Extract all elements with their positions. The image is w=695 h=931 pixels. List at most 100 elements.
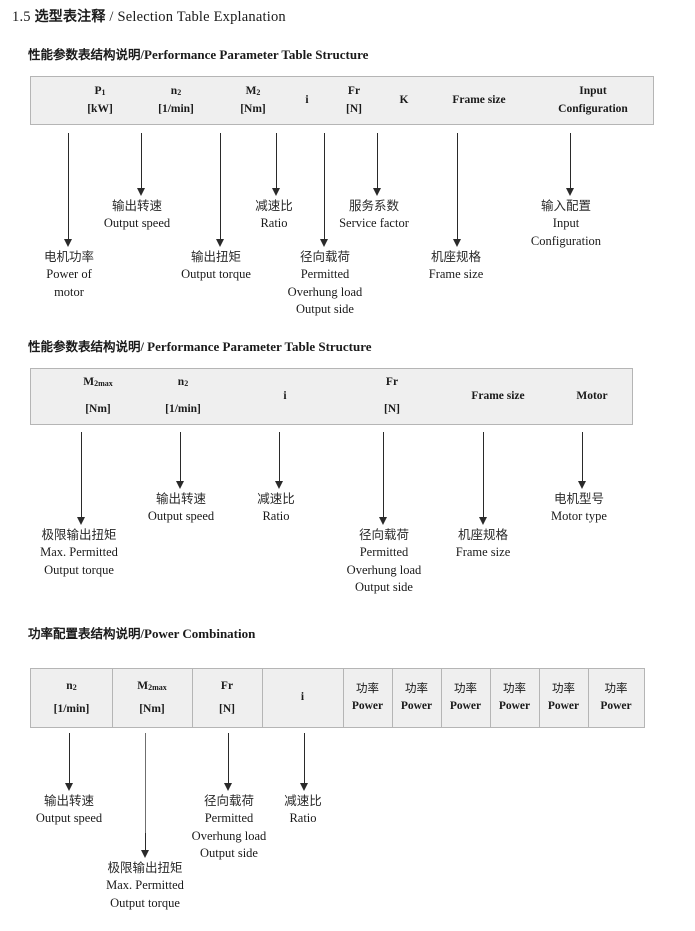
- table3-col-m2max-sub: 2max: [148, 682, 167, 692]
- note-max-torque-3-en-1: Max. Permitted: [106, 877, 184, 892]
- arrow-to-output-torque: [216, 133, 225, 247]
- table3-col-power-3-en: Power: [449, 700, 482, 712]
- note-max-permitted-output-torque-3: 极限输出扭矩 Max. Permitted Output torque: [86, 859, 204, 912]
- note-service-factor-en: Service factor: [339, 215, 409, 230]
- table3-col-n2-sub: 2: [72, 682, 77, 692]
- table2-col-m2max-sub: 2max: [94, 379, 113, 389]
- table3-col-power-5-en: Power: [547, 700, 580, 712]
- note-motor-type: 电机型号 Motor type: [534, 490, 624, 526]
- page-title-en: Selection Table Explanation: [117, 9, 286, 25]
- leader-line-to-max-torque-3: [145, 733, 146, 843]
- arrow-to-motor-type: [578, 432, 587, 489]
- table2-col-fr-unit: [N]: [384, 403, 400, 415]
- note-max-permitted-output-torque-1: 极限输出扭矩 Max. Permitted Output torque: [20, 526, 138, 579]
- note-ratio-1-en: Ratio: [260, 215, 288, 230]
- table3-col-power-6-en: Power: [600, 700, 632, 712]
- table1-col-p1-sub: 1: [101, 87, 106, 97]
- table2-col-frame-size: Frame size: [443, 369, 553, 424]
- table3-col-power-6-cn: 功率: [604, 681, 628, 696]
- table1-col-i-symbol: i: [305, 93, 309, 106]
- table1-col-fr-unit: [N]: [346, 102, 362, 115]
- note-overhung-load-2-en-3: Output side: [355, 580, 413, 595]
- table1-col-k: K: [383, 77, 425, 124]
- table3-divider-3: [262, 669, 263, 727]
- arrow-to-overhung-load-2: [379, 432, 388, 525]
- arrow-to-input-configuration: [566, 133, 575, 196]
- note-overhung-load-3: 径向载荷 Permitted Overhung load Output side: [173, 792, 285, 863]
- table3-col-power-6: 功率 Power: [588, 669, 644, 727]
- note-motor-type-en: Motor type: [551, 508, 607, 523]
- note-max-torque-1-en-1: Max. Permitted: [40, 544, 118, 559]
- section-heading-1-cn: 性能参数表结构说明: [28, 47, 141, 62]
- table2-col-n2-sub: 2: [184, 379, 189, 389]
- note-output-speed-3: 输出转速 Output speed: [16, 792, 122, 828]
- note-service-factor-cn: 服务系数: [348, 198, 399, 213]
- table3-col-n2-symbol: n: [66, 679, 73, 692]
- note-max-torque-1-cn: 极限输出扭矩: [41, 527, 117, 542]
- note-input-configuration-cn: 输入配置: [540, 198, 591, 213]
- table1-col-input-configuration-line1: Input: [579, 84, 607, 97]
- note-input-configuration: 输入配置 Input Configuration: [517, 197, 615, 250]
- note-output-speed-2: 输出转速 Output speed: [128, 490, 234, 526]
- table3-divider-4: [343, 669, 344, 727]
- table2-col-n2-symbol: n: [177, 376, 185, 389]
- note-frame-size-1-en: Frame size: [428, 266, 484, 281]
- arrow-to-power-of-motor: [64, 133, 73, 247]
- page-title-cn: 选型表注释: [34, 9, 106, 25]
- note-ratio-1-cn: 减速比: [255, 198, 293, 213]
- table3-col-power-3-cn: 功率: [454, 681, 477, 696]
- section-heading-3-cn: 功率配置表结构说明: [28, 626, 141, 641]
- note-overhung-load-2-en-2: Overhung load: [346, 562, 422, 577]
- arrow-to-ratio-3: [300, 733, 309, 791]
- section-heading-3-en: Power Combination: [144, 626, 256, 641]
- table3-col-fr-unit: [N]: [219, 702, 235, 715]
- arrow-to-max-permitted-output-torque-1: [77, 432, 86, 525]
- table1-col-i: i: [289, 77, 325, 124]
- note-overhung-load-1-cn: 径向载荷: [299, 249, 350, 264]
- table3-divider-1: [112, 669, 113, 727]
- note-service-factor: 服务系数 Service factor: [323, 197, 425, 233]
- table3-col-power-4-en: Power: [498, 700, 531, 712]
- arrow-to-overhung-load-3: [224, 733, 233, 791]
- note-max-torque-3-en-2: Output torque: [110, 895, 180, 910]
- note-ratio-2-cn: 减速比: [257, 491, 295, 506]
- table1-col-input-configuration: Input Configuration: [533, 77, 653, 124]
- section-heading-3-separator: /: [140, 627, 144, 641]
- note-output-torque-en: Output torque: [181, 266, 251, 281]
- table1-col-m2-symbol: M: [245, 84, 257, 97]
- section-heading-2-cn: 性能参数表结构说明: [28, 339, 141, 354]
- table3-col-m2max: M2max [Nm]: [112, 669, 192, 727]
- note-frame-size-2: 机座规格 Frame size: [435, 526, 531, 562]
- table1-col-frame-size-label: Frame size: [452, 93, 506, 106]
- note-ratio-3-en: Ratio: [289, 810, 317, 825]
- table3-col-power-2-cn: 功率: [405, 681, 428, 696]
- note-output-speed-1: 输出转速 Output speed: [84, 197, 190, 233]
- arrow-to-ratio: [272, 133, 281, 196]
- note-frame-size-1-cn: 机座规格: [430, 249, 481, 264]
- table3-col-fr-symbol: Fr: [220, 679, 234, 692]
- table2-col-i-symbol: i: [283, 389, 287, 402]
- table3-col-power-1-cn: 功率: [356, 681, 379, 696]
- note-max-torque-1-en-2: Output torque: [44, 562, 114, 577]
- table3-col-m2max-symbol: M: [137, 679, 149, 692]
- power-combination-table: n2 [1/min] M2max [Nm] Fr [N] i 功率 Power …: [30, 668, 645, 728]
- note-overhung-load-3-en-1: Permitted: [204, 810, 254, 825]
- table2-col-m2max-symbol: M: [83, 376, 95, 389]
- note-overhung-load-2-en-1: Permitted: [359, 544, 409, 559]
- note-motor-type-cn: 电机型号: [553, 491, 604, 506]
- table2-col-fr-symbol: Fr: [385, 376, 399, 389]
- table1-col-fr-symbol: Fr: [347, 84, 361, 97]
- table3-col-power-2-en: Power: [400, 700, 433, 712]
- arrow-to-overhung-load: [320, 133, 329, 247]
- table3-col-i: i: [262, 669, 343, 727]
- table2-col-n2: n2 [1/min]: [137, 369, 229, 424]
- table1-col-k-symbol: K: [399, 93, 409, 106]
- note-power-of-motor-en-2: motor: [54, 284, 84, 299]
- table3-col-fr: Fr [N]: [192, 669, 262, 727]
- table3-col-n2-unit: [1/min]: [53, 702, 90, 715]
- table3-divider-5: [392, 669, 393, 727]
- note-output-speed-1-en: Output speed: [103, 215, 171, 230]
- note-max-torque-3-cn: 极限输出扭矩: [107, 860, 183, 875]
- table3-col-power-5-cn: 功率: [552, 681, 575, 696]
- note-output-torque-cn: 输出扭矩: [190, 249, 241, 264]
